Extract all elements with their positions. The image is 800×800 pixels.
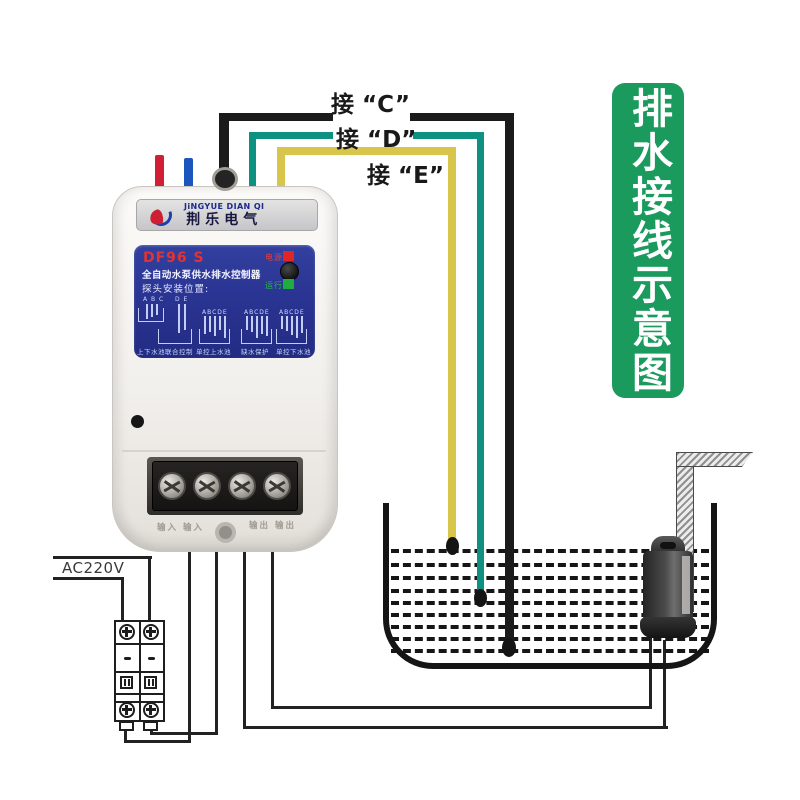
- terminal-screw-4: [263, 472, 291, 500]
- breaker-right-out-run: [150, 732, 218, 735]
- brand-text-block: JiNGYUE DIAN QI 荆乐电气: [184, 202, 265, 228]
- circuit-breaker: [114, 620, 165, 722]
- run-led-label: 运行: [265, 281, 283, 290]
- probe-diagram-lower-tank: ABCDE: [275, 309, 309, 346]
- wire-c-horizontal-left: [219, 113, 333, 121]
- water-level-line: [391, 625, 709, 629]
- probe-labels-abc: A B C: [143, 296, 165, 303]
- wire-label-d: 接 “D”: [336, 127, 417, 153]
- breaker-bottom-terminals: [116, 701, 163, 720]
- ac-line-1: [53, 556, 152, 559]
- probe-position-caption: 探头安装位置:: [142, 284, 210, 295]
- breaker-mid-section: [116, 645, 163, 673]
- ac-line-1-drop: [148, 556, 151, 622]
- device-seam: [122, 450, 326, 452]
- breaker-top-terminals: [116, 622, 163, 645]
- pump-wire-riser-left: [649, 634, 652, 709]
- terminal-screw-2: [193, 472, 221, 500]
- breaker-left-out-drop: [124, 730, 127, 743]
- terminal-screw-1: [158, 472, 186, 500]
- model-number: DF96 S: [143, 250, 205, 266]
- output-terminal-marks: 输出 输出: [249, 521, 296, 531]
- controller-wire-4: [271, 540, 274, 709]
- wire-d-stub: [249, 132, 256, 192]
- ac-line-2-drop: [121, 577, 124, 622]
- water-level-line: [391, 637, 709, 641]
- input-terminal-marks: 输入 输入: [157, 523, 204, 533]
- wire-c-stub: [219, 113, 229, 181]
- breaker-clamp-left: [119, 721, 134, 731]
- water-level-line: [391, 576, 709, 580]
- controller-wire-2: [215, 540, 218, 735]
- pump-wire-run-lower: [243, 726, 668, 729]
- probe-labels: ABCDE: [202, 309, 228, 316]
- pump-wire-riser-right: [663, 640, 666, 729]
- probe-diagram-combined: A B C D E: [137, 296, 195, 346]
- water-level-line: [391, 649, 709, 653]
- wire-label-c: 接 “C”: [331, 92, 410, 118]
- water-level-line: [391, 613, 709, 617]
- banner-text: 排水接线示意图: [624, 86, 673, 395]
- probe-labels-de: D E: [175, 296, 189, 303]
- probe-diagram-upper-tank: ABCDE: [198, 309, 232, 346]
- brand-header-panel: JiNGYUE DIAN QI 荆乐电气: [136, 199, 318, 231]
- pump-base: [640, 617, 696, 638]
- cable-grommet: [212, 167, 238, 191]
- pump-wire-run-upper: [271, 706, 652, 709]
- wire-e-stub: [277, 147, 285, 192]
- wire-label-e: 接 “E”: [367, 163, 444, 189]
- water-level-line: [391, 601, 709, 605]
- wire-e-vertical: [448, 147, 456, 544]
- controller-label-panel: DF96 S 电源 运行 全自动水泵供水排水控制器 探头安装位置: A B C …: [134, 245, 315, 358]
- wire-d-horizontal-right: [413, 132, 484, 139]
- probe-d-tip: [474, 589, 487, 607]
- brand-name-english: JiNGYUE DIAN QI: [184, 202, 265, 211]
- probe-labels: ABCDE: [279, 309, 305, 316]
- wire-c-horizontal-right: [410, 113, 514, 121]
- water-tank: [383, 503, 717, 669]
- controller-wire-3: [243, 540, 246, 729]
- mounting-hole: [131, 415, 144, 428]
- power-led: [283, 251, 294, 261]
- wire-c-vertical: [505, 113, 514, 651]
- probe-e-tip: [446, 537, 459, 555]
- wire-e-horizontal: [277, 147, 456, 155]
- breaker-clamp-right: [143, 721, 158, 731]
- mode-caption-shortage: 缺水保护: [241, 348, 269, 356]
- probe-labels: ABCDE: [244, 309, 270, 316]
- brand-logo-icon: [146, 199, 176, 230]
- breaker-band: [116, 695, 163, 703]
- title-banner: 排水接线示意图: [612, 83, 684, 398]
- mode-caption-upper: 单控上水池: [196, 348, 231, 356]
- terminal-screw-3: [228, 472, 256, 500]
- probe-c-tip: [502, 638, 516, 657]
- pump-highlight: [682, 556, 690, 614]
- bottom-screw-hole: [215, 522, 236, 543]
- wire-d-vertical: [477, 132, 484, 600]
- blue-power-wire: [184, 158, 193, 193]
- water-level-line: [391, 589, 709, 593]
- red-power-wire: [155, 155, 164, 193]
- breaker-toggle-section: [116, 673, 163, 695]
- controller-wire-1: [188, 540, 191, 743]
- breaker-left-out-run: [124, 740, 191, 743]
- mode-caption-combined: 上下水池联合控制: [137, 348, 193, 356]
- discharge-pipe-outlet: [676, 452, 753, 467]
- ac-line-2: [53, 577, 124, 580]
- water-level-line: [391, 563, 709, 567]
- probe-diagram-water-shortage: ABCDE: [240, 309, 274, 346]
- water-level-line: [391, 549, 709, 553]
- mode-caption-lower: 单控下水池: [276, 348, 311, 356]
- controller-title: 全自动水泵供水排水控制器: [142, 270, 261, 281]
- ac-voltage-label: AC220V: [62, 559, 125, 577]
- run-led: [283, 279, 294, 289]
- wire-d-horizontal-left: [249, 132, 333, 139]
- power-led-label: 电源: [265, 253, 283, 262]
- brand-name-chinese: 荆乐电气: [186, 212, 263, 228]
